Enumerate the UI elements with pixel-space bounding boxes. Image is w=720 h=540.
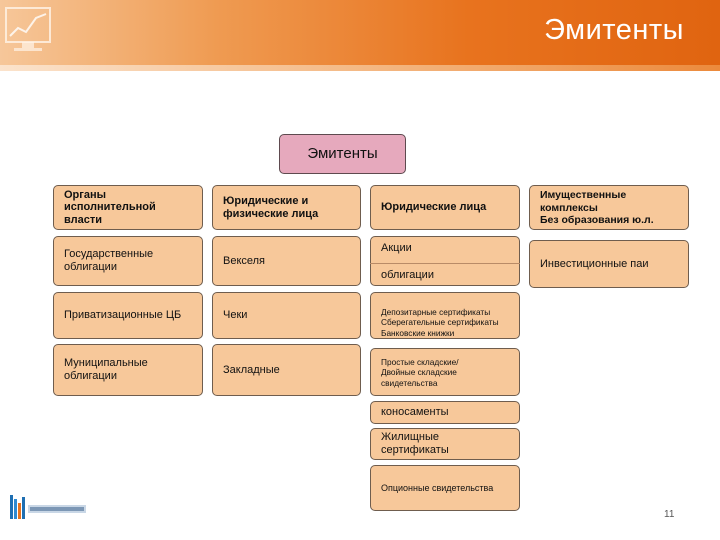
col3-zhilishchnye-0: Жилищные xyxy=(381,431,440,443)
col1-box-2: Приватизационные ЦБ xyxy=(53,292,203,339)
col4-pai-label: Инвестиционные паи xyxy=(540,257,649,270)
col3-konosamenty-box: коносаменты xyxy=(370,401,520,424)
col4-header-box: Имущественные комплексы Без образования … xyxy=(529,185,689,230)
col1-box-0: Органы исполнительной власти xyxy=(53,185,203,230)
col1-label-2: Приватизационные ЦБ xyxy=(64,309,182,322)
col3-split-divider xyxy=(370,263,520,264)
col1-label-0: Органы исполнительной власти xyxy=(64,188,156,226)
root-box: Эмитенты xyxy=(279,134,406,174)
col3-zhilishchnye-1: сертификаты xyxy=(381,443,449,456)
page-title: Эмитенты xyxy=(544,14,684,46)
header-bar: Эмитенты xyxy=(0,0,720,65)
col4-header-2: Без образования ю.л. xyxy=(540,214,654,227)
col3-certs-box: Депозитарные сертификаты Сберегательные … xyxy=(370,292,520,339)
col3-aktsii-label: Акции xyxy=(381,242,412,254)
col2-box-1: Векселя xyxy=(212,236,361,286)
col2-label-2: Чеки xyxy=(223,309,248,322)
col3-skladskie-1: Двойные складские xyxy=(381,367,457,378)
col4-header-1: комплексы xyxy=(540,201,598,214)
col2-box-3: Закладные xyxy=(212,344,361,396)
col3-zhilishchnye-box: Жилищные сертификаты xyxy=(370,428,520,460)
col3-skladskie-box: Простые складские/ Двойные складские сви… xyxy=(370,348,520,396)
header-divider xyxy=(0,65,720,71)
col1-box-1: Государственные облигации xyxy=(53,236,203,286)
col3-skladskie-2: свидетельства xyxy=(381,377,438,388)
col3-header-box: Юридические лица xyxy=(370,185,520,230)
col3-cert-1: Сберегательные сертификаты xyxy=(381,317,499,328)
col2-label-0: Юридические и физические лица xyxy=(223,194,319,220)
col2-label-1: Векселя xyxy=(223,254,266,267)
col3-header-label: Юридические лица xyxy=(381,201,487,214)
col4-header-0: Имущественные xyxy=(540,189,627,201)
col2-box-0: Юридические и физические лица xyxy=(212,185,361,230)
col3-cert-2: Банковские книжки xyxy=(381,327,455,338)
col3-optsionnye-box: Опционные свидетельства xyxy=(370,465,520,511)
col3-konosamenty-label: коносаменты xyxy=(381,406,449,419)
col3-cert-0: Депозитарные сертификаты xyxy=(381,307,491,317)
col3-aktsii-box: Акции облигации xyxy=(370,236,520,286)
col1-label-1: Государственные облигации xyxy=(64,248,154,273)
col1-label-3: Муниципальные облигации xyxy=(64,357,148,382)
col3-optsionnye-label: Опционные свидетельства xyxy=(381,482,494,493)
col2-box-2: Чеки xyxy=(212,292,361,339)
col4-pai-box: Инвестиционные паи xyxy=(529,240,689,288)
root-label: Эмитенты xyxy=(307,145,378,163)
col3-skladskie-0: Простые складские/ xyxy=(381,357,459,367)
col2-label-3: Закладные xyxy=(223,363,280,376)
brand-logo-icon xyxy=(10,495,86,519)
monitor-chart-icon xyxy=(5,7,51,51)
page-number: 11 xyxy=(664,509,675,520)
col1-box-3: Муниципальные облигации xyxy=(53,344,203,396)
col3-obligatsii-label: облигации xyxy=(381,268,434,281)
